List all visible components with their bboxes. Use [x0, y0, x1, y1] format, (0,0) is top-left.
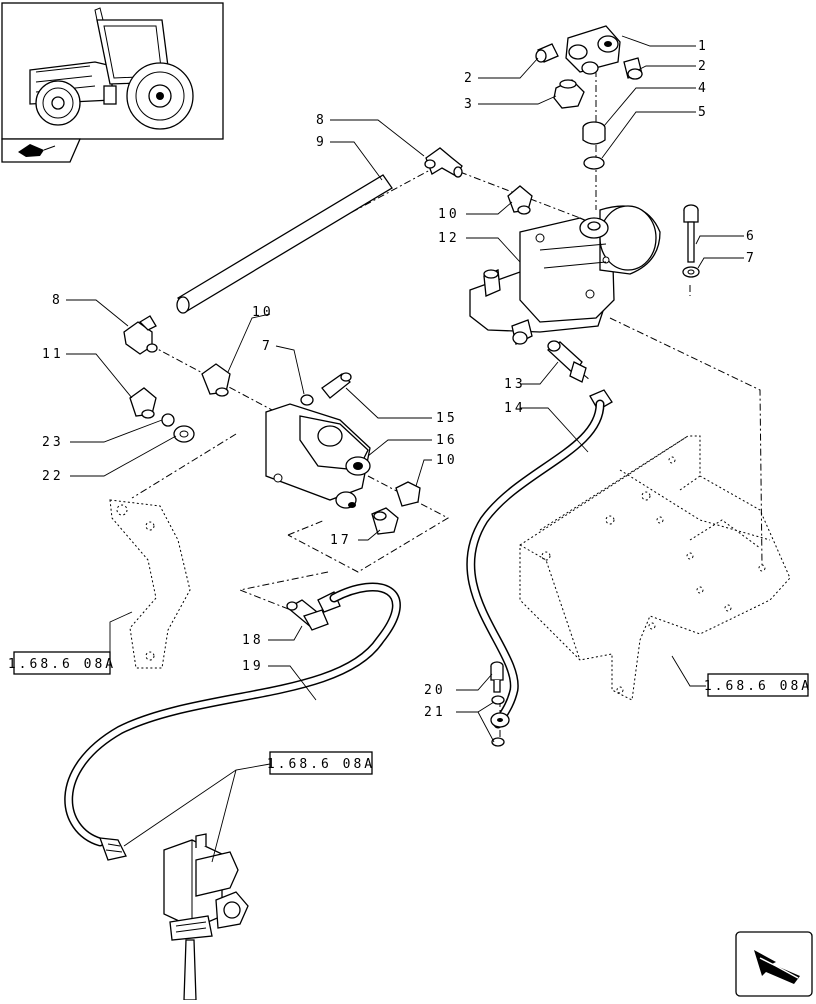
- callout-23[interactable]: 23: [42, 435, 64, 450]
- callout-17[interactable]: 17: [330, 533, 352, 548]
- callout-10[interactable]: 10: [438, 207, 460, 222]
- plug-part-10-top[interactable]: [507, 185, 533, 215]
- leader-lines: [66, 35, 744, 863]
- mounting-bracket-right[interactable]: [519, 435, 791, 701]
- brake-valve-part-12[interactable]: [469, 205, 661, 345]
- callout-7[interactable]: 7: [262, 339, 273, 354]
- callout-1[interactable]: 1: [698, 39, 709, 54]
- callout-2[interactable]: 2: [464, 71, 475, 86]
- reference-box-right[interactable]: 1.68.6 08A: [704, 673, 812, 697]
- plug-part-17[interactable]: [371, 507, 399, 535]
- washer-part-21-top[interactable]: [491, 695, 505, 705]
- fitting-part-13[interactable]: [546, 340, 587, 383]
- callout-3[interactable]: 3: [464, 97, 475, 112]
- callout-4[interactable]: 4: [698, 81, 709, 96]
- plug-part-2-left[interactable]: [535, 43, 559, 63]
- callout-7[interactable]: 7: [746, 251, 757, 266]
- mounting-bracket-left[interactable]: [109, 499, 191, 669]
- valve-block-part-16[interactable]: [265, 403, 371, 509]
- plug-part-11[interactable]: [129, 387, 157, 419]
- callout-9[interactable]: 9: [316, 135, 327, 150]
- callout-8[interactable]: 8: [316, 113, 327, 128]
- tractor-thumbnail-icon[interactable]: [1, 2, 224, 140]
- reference-box-left[interactable]: 1.68.6 08A: [8, 651, 116, 675]
- o-ring-part-5[interactable]: [583, 156, 605, 170]
- callout-15[interactable]: 15: [436, 411, 458, 426]
- o-ring-part-23[interactable]: [161, 413, 175, 427]
- reference-label: 1.68.6 08A: [267, 757, 375, 772]
- elbow-fitting-part-18[interactable]: [286, 599, 329, 631]
- callout-19[interactable]: 19: [242, 659, 264, 674]
- callout-2[interactable]: 2: [698, 59, 709, 74]
- tube-part-9[interactable]: [176, 174, 393, 314]
- plug-part-4[interactable]: [582, 121, 606, 145]
- bolt-part-15[interactable]: [321, 372, 352, 399]
- callout-numbers: 1 2 2 3 4 5 6 7 8 9 10 12 8 10 7 11 23 2…: [42, 39, 757, 720]
- callout-21[interactable]: 21: [424, 705, 446, 720]
- washer-part-22[interactable]: [173, 425, 195, 443]
- washer-part-7-left[interactable]: [300, 394, 314, 406]
- reference-label: 1.68.6 08A: [704, 679, 812, 694]
- reference-box-bottom[interactable]: 1.68.6 08A: [267, 751, 375, 775]
- plug-part-10-left[interactable]: [201, 363, 231, 397]
- valve-head-part-1[interactable]: [565, 25, 621, 75]
- section-tag-icon: [1, 138, 81, 163]
- callout-14[interactable]: 14: [504, 401, 526, 416]
- callout-18[interactable]: 18: [242, 633, 264, 648]
- callout-6[interactable]: 6: [746, 229, 757, 244]
- callout-11[interactable]: 11: [42, 347, 64, 362]
- solenoid-valve[interactable]: [163, 833, 249, 1001]
- plug-part-10-right[interactable]: [395, 481, 421, 507]
- bolt-part-6[interactable]: [683, 204, 699, 263]
- bolt-part-20[interactable]: [490, 661, 504, 693]
- banjo-fitting[interactable]: [490, 712, 510, 728]
- callout-13[interactable]: 13: [504, 377, 526, 392]
- washer-part-21-bottom[interactable]: [491, 737, 505, 747]
- elbow-fitting-part-8-top[interactable]: [424, 147, 463, 178]
- callout-20[interactable]: 20: [424, 683, 446, 698]
- callout-12[interactable]: 12: [438, 231, 460, 246]
- reference-label: 1.68.6 08A: [8, 657, 116, 672]
- callout-10[interactable]: 10: [436, 453, 458, 468]
- callout-10[interactable]: 10: [252, 305, 274, 320]
- callout-5[interactable]: 5: [698, 105, 709, 120]
- connector-fitting[interactable]: [99, 837, 127, 861]
- adapter-part-3[interactable]: [553, 79, 585, 109]
- next-page-arrow-icon[interactable]: [735, 931, 813, 997]
- brake-pipe-part-14[interactable]: [466, 389, 613, 729]
- hose-part-19[interactable]: [64, 582, 401, 847]
- callout-16[interactable]: 16: [436, 433, 458, 448]
- plug-part-2-right[interactable]: [623, 57, 643, 80]
- callout-8[interactable]: 8: [52, 293, 63, 308]
- callout-22[interactable]: 22: [42, 469, 64, 484]
- washer-part-7-right[interactable]: [682, 266, 700, 278]
- elbow-fitting-part-8-left[interactable]: [123, 315, 158, 355]
